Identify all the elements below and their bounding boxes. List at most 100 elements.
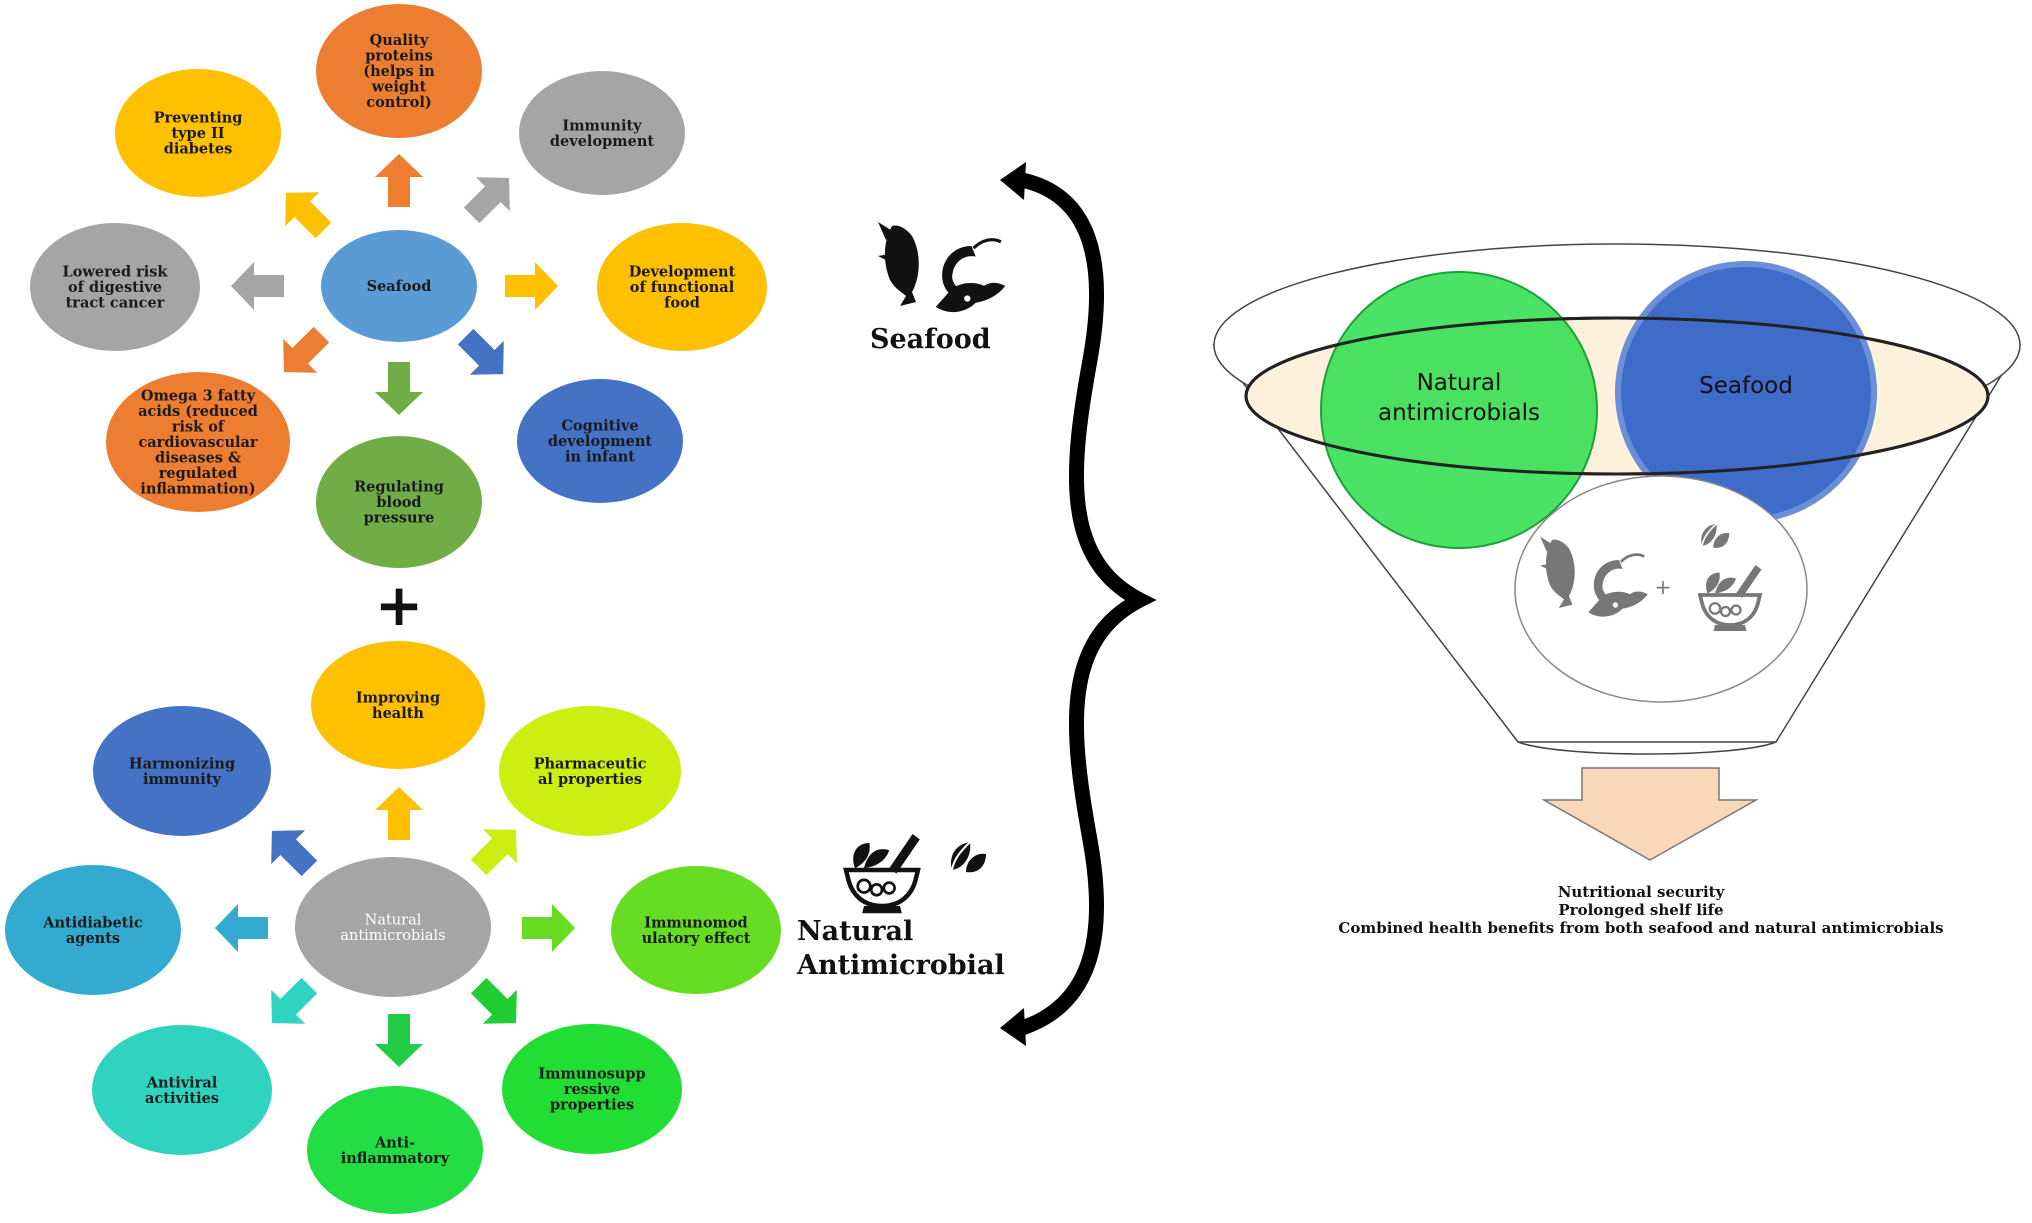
text-line: pressure xyxy=(364,510,435,527)
mixing-circle xyxy=(1514,475,1808,703)
text-line: Immunity xyxy=(562,117,642,134)
arrow-to-harmonizing-immunity xyxy=(254,813,327,886)
outcome-combined-benefits: Combined health benefits from both seafo… xyxy=(1338,919,1943,937)
fish-icon xyxy=(878,222,919,306)
text-line: regulated xyxy=(159,465,238,482)
output-arrow xyxy=(1541,767,1759,861)
arrow-to-functional-food xyxy=(505,262,558,310)
seafood-label: Seafood xyxy=(870,324,991,355)
outcome-nutritional-security: Nutritional security xyxy=(1558,883,1726,901)
natural-antimicrobials-circle xyxy=(1320,271,1598,549)
arrow-to-pharmaceutical xyxy=(461,812,534,885)
text-line: type II xyxy=(171,125,224,142)
node-immunomodulatory xyxy=(611,866,781,994)
node-immunosuppressive xyxy=(502,1024,682,1154)
node-pharmaceutical xyxy=(499,706,681,836)
text-line: health xyxy=(372,705,424,722)
arrow-to-antiviral xyxy=(254,968,327,1041)
text-line: antimicrobials xyxy=(1378,400,1540,426)
text-line: (helps in xyxy=(363,63,435,80)
node-improving-health xyxy=(311,641,485,769)
text-line: Immunosupp xyxy=(538,1066,645,1083)
mortar-pestle-icon xyxy=(846,834,920,913)
arrow-to-cognitive-development xyxy=(448,319,521,392)
text-line: antimicrobials xyxy=(340,928,445,944)
arrow-to-anti-inflammatory xyxy=(375,1014,423,1067)
text-line: Development xyxy=(629,264,736,281)
text-line: Antimicrobial xyxy=(796,950,1005,981)
brace-arrow-top xyxy=(1000,162,1026,200)
text-line: tract cancer xyxy=(66,295,165,312)
text-line: weight xyxy=(371,79,427,96)
node-blood-pressure xyxy=(316,436,482,568)
seafood-icon-group xyxy=(878,222,1007,314)
node-antidiabetic xyxy=(5,865,181,995)
node-anti-inflammatory-label: Anti-inflammatory xyxy=(341,1134,450,1167)
outcomes-list: Nutritional security Prolonged shelf lif… xyxy=(1338,883,1943,937)
node-functional-food xyxy=(597,223,767,351)
node-harmonizing-immunity xyxy=(93,706,271,836)
node-antiviral xyxy=(92,1025,272,1155)
text-line: Natural xyxy=(365,912,422,928)
text-line: Cognitive xyxy=(561,418,638,435)
brace-arrow-bottom xyxy=(1000,1008,1026,1046)
text-line: Regulating xyxy=(354,479,444,496)
text-line: diseases & xyxy=(155,450,241,467)
node-omega3 xyxy=(106,372,290,512)
text-line: inflammation) xyxy=(140,481,255,498)
seafood-circle-label: Seafood xyxy=(1699,373,1793,399)
node-cognitive-development xyxy=(517,379,683,503)
text-line: Omega 3 fatty xyxy=(141,388,256,405)
text-line: Lowered risk xyxy=(63,264,169,281)
leaf-icon xyxy=(949,841,987,874)
text-line: development xyxy=(548,433,652,450)
node-seafood-center xyxy=(321,230,477,342)
outcome-prolonged-shelf-life: Prolonged shelf life xyxy=(1558,901,1723,919)
text-line: proteins xyxy=(365,48,433,65)
arrow-to-immunomodulatory xyxy=(522,904,575,952)
node-quality-proteins xyxy=(316,4,482,138)
text-line: blood xyxy=(376,494,421,511)
shrimp-icon xyxy=(934,238,1007,314)
text-line: risk of xyxy=(172,419,226,436)
text-line: development xyxy=(550,133,654,150)
text-line: Antidiabetic xyxy=(42,914,143,931)
text-line: properties xyxy=(550,1097,634,1114)
mixing-plus: + xyxy=(1655,575,1672,599)
arrow-to-immunosuppressive xyxy=(461,968,534,1041)
node-seafood-center-label: Seafood xyxy=(367,278,432,295)
funnel-rim-edge xyxy=(1244,316,1990,476)
arrow-to-antidiabetic xyxy=(215,904,268,952)
text-line: Antiviral xyxy=(146,1074,218,1091)
text-line: Anti- xyxy=(374,1134,415,1151)
text-line: of digestive xyxy=(68,279,162,296)
plus-sign: + xyxy=(375,571,424,639)
text-line: control) xyxy=(366,94,431,111)
funnel-neck xyxy=(1517,741,1777,755)
text-line: Preventing xyxy=(154,110,243,127)
arrow-to-quality-proteins xyxy=(375,154,423,207)
text-line: activities xyxy=(145,1090,219,1107)
curly-brace xyxy=(1014,172,1157,1036)
text-line: inflammatory xyxy=(341,1150,450,1167)
text-line: ressive xyxy=(564,1081,620,1098)
text-line: ulatory effect xyxy=(642,930,751,947)
